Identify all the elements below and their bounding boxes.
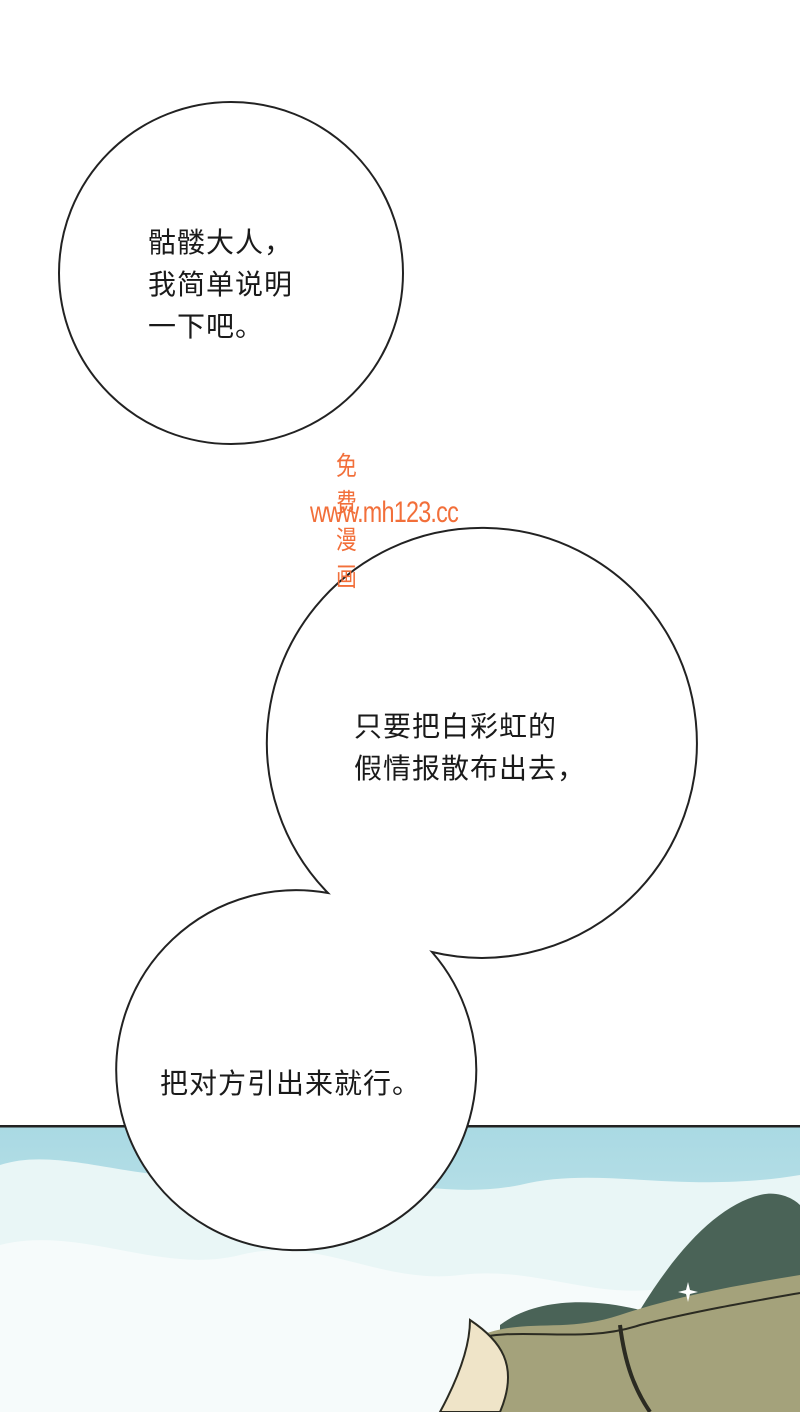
bubble-1-line-3: 一下吧。	[148, 310, 265, 343]
bubble-3-line-1: 把对方引出来就行。	[160, 1067, 422, 1100]
bubble-3-text: 把对方引出来就行。	[160, 1063, 421, 1105]
bubble-2-text: 只要把白彩虹的 假情报散布出去，	[354, 706, 586, 790]
bubble-2-line-2: 假情报散布出去，	[354, 752, 587, 785]
watermark-title: 免费漫画	[336, 451, 357, 592]
sleeve-strap	[618, 1324, 652, 1412]
watermark-url: www.mh123.cc	[310, 496, 459, 529]
bubble-2-line-1: 只要把白彩虹的	[354, 710, 558, 743]
character-hand	[438, 1318, 510, 1412]
bubble-1-text: 骷髅大人， 我简单说明 一下吧。	[148, 222, 293, 348]
character-sleeve	[470, 1275, 800, 1412]
speech-bubble-2-3	[115, 526, 698, 1252]
bubble-1-line-1: 骷髅大人，	[148, 226, 294, 259]
bubble-1-line-2: 我简单说明	[148, 268, 294, 301]
sparkle-icon	[678, 1282, 698, 1302]
speech-bubble-1	[58, 101, 404, 445]
